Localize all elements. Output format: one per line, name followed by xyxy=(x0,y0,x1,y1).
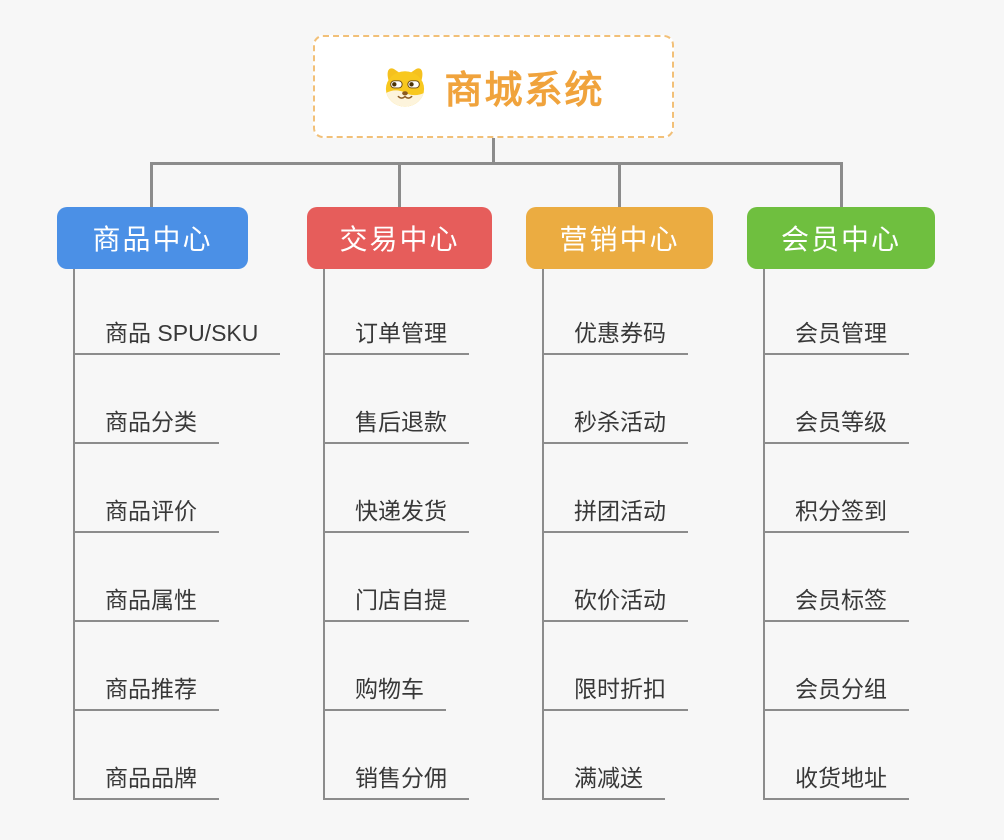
subtopic-label: 会员等级 xyxy=(763,403,909,444)
branch-spine-marketing xyxy=(542,269,544,800)
branch-spine-trade xyxy=(323,269,325,800)
subtopic[interactable]: 优惠券码 xyxy=(542,266,688,355)
subtopic[interactable]: 销售分佣 xyxy=(323,711,469,800)
subtopic-label: 会员标签 xyxy=(763,581,909,622)
subtopic-label: 订单管理 xyxy=(323,314,469,355)
subtopic-label: 会员分组 xyxy=(763,670,909,711)
branch-spine-member xyxy=(763,269,765,800)
subtopic[interactable]: 商品属性 xyxy=(73,533,280,622)
subtopic[interactable]: 会员标签 xyxy=(763,533,909,622)
subtopic[interactable]: 商品评价 xyxy=(73,444,280,533)
branch-spine-product xyxy=(73,269,75,800)
root-topic-label: 商城系统 xyxy=(444,70,605,112)
subtopic-label: 门店自提 xyxy=(323,581,469,622)
subtopic[interactable]: 商品推荐 xyxy=(73,622,280,711)
dog-face-icon xyxy=(382,66,428,108)
root-topic[interactable]: 商城系统 xyxy=(313,35,674,138)
subtopic[interactable]: 满减送 xyxy=(542,711,688,800)
subtopic[interactable]: 会员分组 xyxy=(763,622,909,711)
subtopic[interactable]: 收货地址 xyxy=(763,711,909,800)
subtopic[interactable]: 拼团活动 xyxy=(542,444,688,533)
subtopic-label: 商品 SPU/SKU xyxy=(73,314,281,355)
branch-topic-marketing-center[interactable]: 营销中心 xyxy=(526,207,713,269)
subtopic[interactable]: 会员管理 xyxy=(763,266,909,355)
subtopic-label: 秒杀活动 xyxy=(542,403,688,444)
subtopic-label: 销售分佣 xyxy=(323,759,469,800)
subtopic[interactable]: 会员等级 xyxy=(763,355,909,444)
subtopic[interactable]: 商品 SPU/SKU xyxy=(73,266,281,355)
branch-topic-member-center[interactable]: 会员中心 xyxy=(747,207,935,269)
subtopic[interactable]: 购物车 xyxy=(323,622,469,711)
connector-root-stub xyxy=(492,136,495,164)
subtopic[interactable]: 商品品牌 xyxy=(73,711,280,800)
subtopic-label: 商品分类 xyxy=(73,403,219,444)
connector-drop-trade xyxy=(398,162,401,208)
subtopic[interactable]: 售后退款 xyxy=(323,355,469,444)
subtopic-label: 购物车 xyxy=(323,670,446,711)
subtopic[interactable]: 积分签到 xyxy=(763,444,909,533)
subtopic-label: 砍价活动 xyxy=(542,581,688,622)
subtopic[interactable]: 砍价活动 xyxy=(542,533,688,622)
subtopic-label: 拼团活动 xyxy=(542,492,688,533)
connector-drop-member xyxy=(840,162,843,208)
branch-topic-trade-center[interactable]: 交易中心 xyxy=(307,207,492,269)
subtopic-list-trade: 订单管理 售后退款 快递发货 门店自提 购物车 销售分佣 xyxy=(323,266,469,800)
subtopic-label: 商品评价 xyxy=(73,492,219,533)
subtopic[interactable]: 快递发货 xyxy=(323,444,469,533)
connector-horizontal xyxy=(150,162,843,165)
subtopic-label: 商品推荐 xyxy=(73,670,219,711)
subtopic[interactable]: 秒杀活动 xyxy=(542,355,688,444)
subtopic[interactable]: 订单管理 xyxy=(323,266,469,355)
subtopic-label: 收货地址 xyxy=(763,759,909,800)
subtopic[interactable]: 商品分类 xyxy=(73,355,280,444)
subtopic-label: 优惠券码 xyxy=(542,314,688,355)
subtopic-label: 限时折扣 xyxy=(542,670,688,711)
subtopic-label: 商品属性 xyxy=(73,581,219,622)
connector-drop-product xyxy=(150,162,153,208)
connector-drop-marketing xyxy=(618,162,621,208)
subtopic-label: 售后退款 xyxy=(323,403,469,444)
subtopic-label: 快递发货 xyxy=(323,492,469,533)
subtopic-label: 积分签到 xyxy=(763,492,909,533)
subtopic[interactable]: 门店自提 xyxy=(323,533,469,622)
subtopic-list-member: 会员管理 会员等级 积分签到 会员标签 会员分组 收货地址 xyxy=(763,266,909,800)
subtopic-label: 会员管理 xyxy=(763,314,909,355)
subtopic-label: 商品品牌 xyxy=(73,759,219,800)
subtopic-label: 满减送 xyxy=(542,759,665,800)
branch-topic-product-center[interactable]: 商品中心 xyxy=(57,207,248,269)
subtopic-list-product: 商品 SPU/SKU 商品分类 商品评价 商品属性 商品推荐 商品品牌 xyxy=(73,266,281,800)
subtopic[interactable]: 限时折扣 xyxy=(542,622,688,711)
subtopic-list-marketing: 优惠券码 秒杀活动 拼团活动 砍价活动 限时折扣 满减送 xyxy=(542,266,688,800)
